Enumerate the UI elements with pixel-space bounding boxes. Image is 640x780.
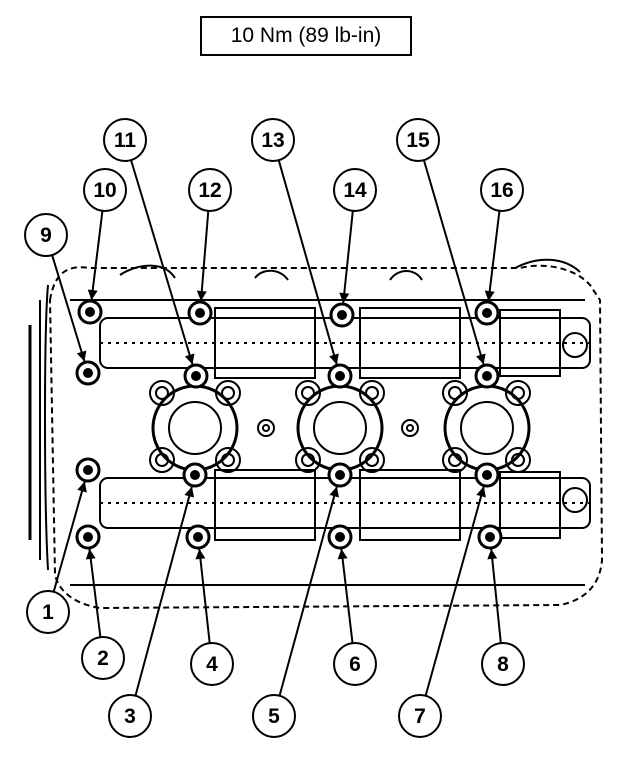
torque-spec-label: 10 Nm (89 lb-in) bbox=[200, 16, 412, 56]
leader-arrow-11 bbox=[184, 353, 195, 365]
leader-line-6 bbox=[340, 548, 354, 644]
leader-line-9 bbox=[51, 254, 86, 362]
callout-label-16: 16 bbox=[490, 179, 513, 202]
leader-line-4 bbox=[198, 548, 211, 644]
bolt-7 bbox=[474, 462, 500, 488]
bolt-16 bbox=[474, 300, 500, 326]
callout-15: 15 bbox=[396, 118, 440, 162]
leader-arrow-3 bbox=[184, 486, 195, 498]
leader-line-layer bbox=[51, 159, 502, 697]
leader-arrow-1 bbox=[77, 481, 87, 493]
bolt-11 bbox=[183, 363, 209, 389]
callout-3: 3 bbox=[108, 694, 152, 738]
callout-4: 4 bbox=[190, 642, 234, 686]
bolt-5 bbox=[327, 462, 353, 488]
callout-label-8: 8 bbox=[497, 653, 509, 676]
leader-line-12 bbox=[199, 210, 210, 302]
leader-line-5 bbox=[278, 486, 338, 697]
leader-arrow-6 bbox=[337, 548, 348, 560]
callout-label-12: 12 bbox=[198, 179, 221, 202]
callout-13: 13 bbox=[251, 118, 295, 162]
bolt-14 bbox=[329, 302, 355, 328]
leader-arrow-12 bbox=[196, 290, 207, 302]
callout-6: 6 bbox=[333, 642, 377, 686]
callout-16: 16 bbox=[480, 168, 524, 212]
callout-5: 5 bbox=[252, 694, 296, 738]
callout-10: 10 bbox=[83, 168, 127, 212]
bolt-8 bbox=[477, 524, 503, 550]
callout-11: 11 bbox=[103, 118, 147, 162]
bolt-15 bbox=[474, 363, 500, 389]
leader-line-14 bbox=[342, 210, 354, 304]
leader-arrow-4 bbox=[195, 548, 206, 560]
valve-springs bbox=[149, 332, 588, 513]
leader-arrow-16 bbox=[484, 290, 495, 302]
callout-label-7: 7 bbox=[414, 705, 426, 728]
leader-arrow-10 bbox=[87, 289, 98, 301]
leader-line-1 bbox=[52, 481, 86, 593]
leader-arrow-15 bbox=[476, 353, 486, 365]
callout-label-15: 15 bbox=[406, 129, 430, 152]
leader-line-10 bbox=[90, 210, 104, 301]
bolt-13 bbox=[327, 363, 353, 389]
bolt-3 bbox=[182, 462, 208, 488]
cylinder-head bbox=[28, 258, 604, 610]
callout-14: 14 bbox=[333, 168, 377, 212]
callout-label-6: 6 bbox=[349, 653, 361, 676]
leader-line-8 bbox=[490, 548, 502, 644]
leader-line-15 bbox=[422, 159, 485, 365]
callout-label-11: 11 bbox=[114, 129, 137, 152]
leader-arrow-14 bbox=[339, 292, 350, 304]
callout-8: 8 bbox=[481, 642, 525, 686]
callout-label-13: 13 bbox=[261, 129, 284, 152]
bolt-2 bbox=[75, 524, 101, 550]
bolt-1 bbox=[75, 457, 101, 483]
leader-line-7 bbox=[424, 486, 485, 697]
leader-line-16 bbox=[487, 210, 501, 302]
callout-label-5: 5 bbox=[268, 705, 280, 728]
leader-line-3 bbox=[134, 486, 193, 696]
leader-arrow-2 bbox=[85, 548, 96, 560]
bolt-10 bbox=[77, 299, 103, 325]
callout-label-3: 3 bbox=[124, 705, 136, 728]
callout-label-1: 1 bbox=[42, 601, 54, 624]
callout-label-14: 14 bbox=[343, 179, 367, 202]
bolt-9 bbox=[75, 360, 101, 386]
callout-2: 2 bbox=[81, 636, 125, 680]
leader-arrow-9 bbox=[76, 350, 87, 362]
bolt-layer bbox=[75, 299, 503, 550]
callout-12: 12 bbox=[188, 168, 232, 212]
callout-label-10: 10 bbox=[93, 179, 116, 202]
bolt-6 bbox=[327, 524, 353, 550]
callout-7: 7 bbox=[398, 694, 442, 738]
callout-1: 1 bbox=[26, 590, 70, 634]
callout-label-2: 2 bbox=[97, 647, 109, 670]
leader-arrow-5 bbox=[329, 486, 340, 498]
callout-9: 9 bbox=[24, 213, 68, 257]
bolt-4 bbox=[185, 524, 211, 550]
leader-arrow-13 bbox=[329, 353, 339, 365]
callout-label-9: 9 bbox=[40, 224, 52, 247]
leader-arrow-8 bbox=[487, 548, 498, 560]
callout-label-4: 4 bbox=[206, 653, 218, 676]
leader-line-13 bbox=[277, 159, 338, 365]
bolt-12 bbox=[187, 300, 213, 326]
leader-arrow-7 bbox=[476, 486, 486, 498]
leader-line-2 bbox=[88, 548, 102, 638]
leader-line-11 bbox=[130, 159, 194, 365]
